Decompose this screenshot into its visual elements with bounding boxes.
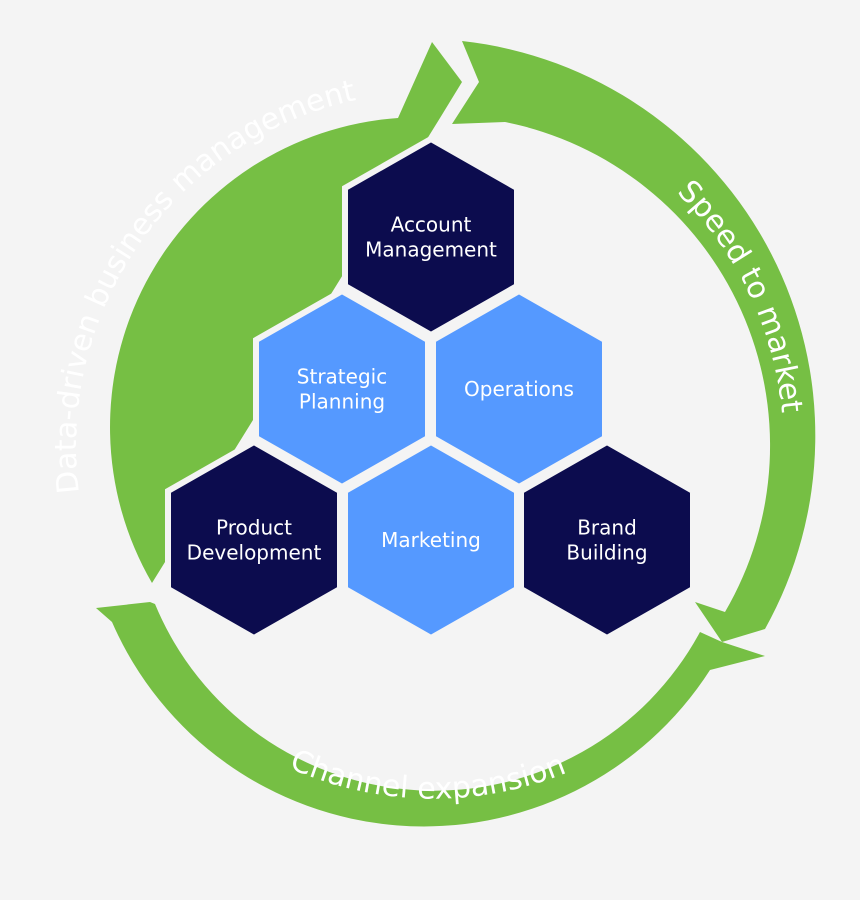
hexagon-label: Planning (299, 390, 385, 414)
hexagon-shape (342, 438, 520, 642)
hexagon-label: Operations (464, 377, 574, 401)
hexagon-label: Account (391, 213, 472, 237)
hexagon-shape (165, 438, 343, 642)
hexagon-shape (342, 135, 520, 339)
hexagon-operations: Operations (430, 287, 608, 491)
hexagon-marketing: Marketing (342, 438, 520, 642)
hexagon-label: Product (216, 516, 292, 540)
hexagon-label: Building (566, 541, 647, 565)
hexagon-label: Strategic (297, 365, 387, 389)
hexagon-cluster: AccountManagementStrategicPlanningOperat… (165, 135, 696, 642)
hexagon-label: Management (365, 238, 497, 262)
arrow-channel-expansion (96, 602, 765, 827)
hexagon-label: Marketing (381, 528, 481, 552)
hexagon-shape (518, 438, 696, 642)
hexagon-label: Development (187, 541, 322, 565)
hexagon-label: Brand (577, 516, 637, 540)
hexagon-shape (430, 287, 608, 491)
hexagon-shape (253, 287, 431, 491)
arrow-speed-to-market (452, 41, 816, 642)
